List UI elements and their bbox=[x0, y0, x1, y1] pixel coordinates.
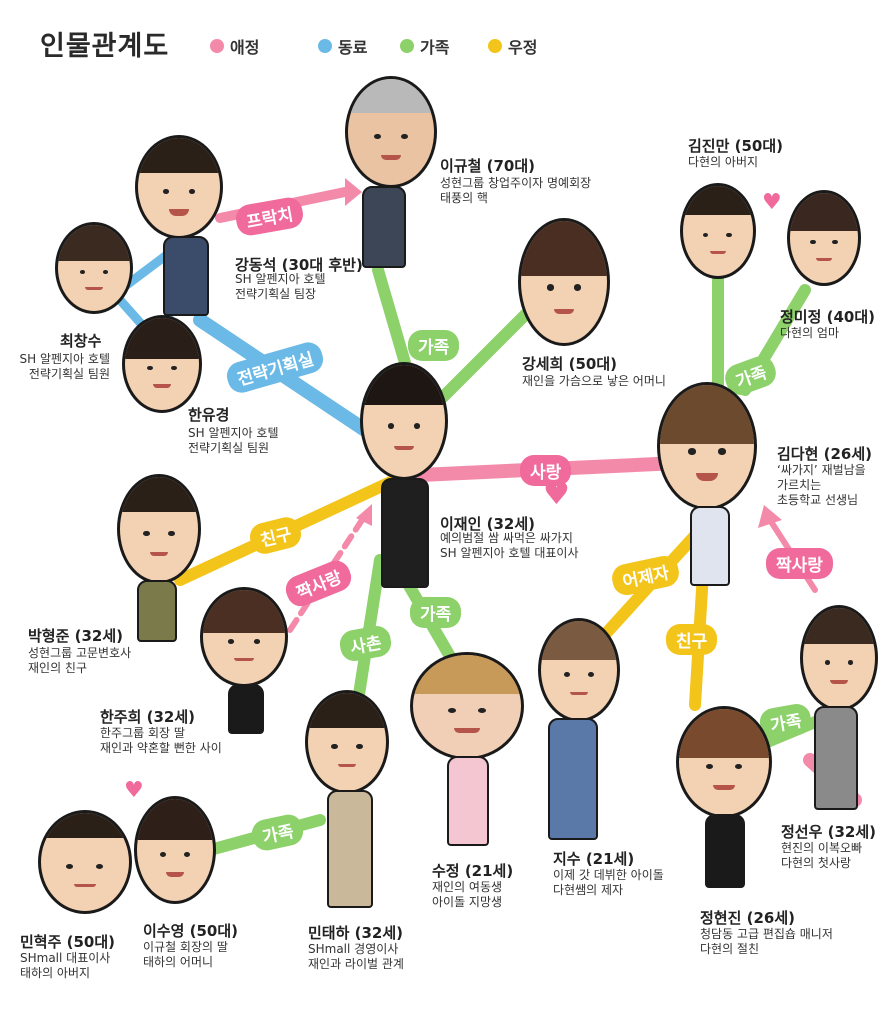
legend-item-family: 가족 bbox=[400, 34, 449, 58]
character-name: 정현진 (26세) bbox=[700, 909, 796, 927]
legend-item-friendship: 우정 bbox=[488, 34, 537, 58]
figure-lee-gyu-cheol bbox=[362, 186, 406, 268]
character-name: 최창수 bbox=[60, 332, 102, 350]
portrait-kang-se-hui bbox=[518, 218, 610, 346]
character-name: 민혁주 (50대) bbox=[20, 933, 116, 951]
legend-label: 가족 bbox=[420, 38, 450, 57]
arrow-crush-left bbox=[356, 504, 372, 526]
portrait-min-tae-ha bbox=[305, 690, 389, 794]
portrait-lee-gyu-cheol bbox=[345, 76, 437, 188]
character-name: 박형준 (32세) bbox=[28, 627, 124, 645]
love-heart-icon: ♥ bbox=[543, 477, 570, 512]
figure-park-hyeong-jun bbox=[137, 580, 177, 642]
legend-item-love: 애정 bbox=[210, 34, 259, 58]
character-desc: 재인을 가슴으로 낳은 어머니 bbox=[522, 374, 666, 388]
diagram-title: 인물관계도 bbox=[40, 31, 170, 62]
portrait-lee-su-yeong bbox=[134, 796, 216, 904]
portrait-jeong-seon-u bbox=[800, 605, 878, 711]
line-strategy bbox=[193, 313, 387, 447]
portrait-han-yu-gyeong bbox=[122, 315, 202, 413]
legend-dot-icon bbox=[210, 39, 224, 53]
character-name: 이재인 (32세) bbox=[440, 515, 536, 533]
figure-min-tae-ha bbox=[327, 790, 373, 908]
relation-label-family-bottom: 가족 bbox=[410, 597, 462, 628]
portrait-min-hyeok-ju bbox=[38, 810, 132, 914]
portrait-kim-da-hyeon bbox=[657, 382, 757, 510]
figure-lee-jae-in bbox=[381, 478, 429, 588]
arrow-prakchi bbox=[345, 178, 362, 206]
figure-su-jeong bbox=[447, 756, 489, 846]
character-name: 한주희 (32세) bbox=[100, 708, 196, 726]
figure-jeong-hyeon-jin bbox=[705, 814, 745, 888]
character-name: 정선우 (32세) bbox=[781, 823, 877, 841]
legend-dot-icon bbox=[318, 39, 332, 53]
character-name: 민태하 (32세) bbox=[308, 924, 404, 942]
character-name: 지수 (21세) bbox=[553, 850, 635, 868]
character-name: 김다현 (26세) bbox=[777, 445, 873, 463]
character-name: 강동석 (30대 후반) bbox=[235, 256, 363, 274]
line-family-gyucheol bbox=[372, 264, 416, 386]
portrait-ji-su bbox=[538, 618, 620, 722]
character-desc: 다현의 엄마 bbox=[780, 326, 840, 340]
portrait-lee-jae-in bbox=[360, 362, 448, 480]
legend-item-colleague: 동료 bbox=[318, 34, 367, 58]
legend-label: 애정 bbox=[230, 38, 260, 57]
figure-han-ju-hui bbox=[228, 684, 264, 734]
figure-jeong-seon-u bbox=[814, 706, 858, 810]
figure-kim-da-hyeon bbox=[690, 506, 730, 586]
character-name: 김진만 (50대) bbox=[688, 137, 784, 155]
character-name: 강세희 (50대) bbox=[522, 355, 618, 373]
legend-label: 우정 bbox=[508, 38, 538, 57]
arrow-crush-right bbox=[758, 505, 782, 528]
figure-kang-dong-seok bbox=[163, 236, 209, 316]
character-name: 수정 (21세) bbox=[432, 862, 514, 880]
relation-label-friend-right: 친구 bbox=[666, 624, 718, 655]
relation-label-crush-right: 짝사랑 bbox=[766, 548, 833, 579]
portrait-kang-dong-seok bbox=[135, 135, 223, 239]
portrait-han-ju-hui bbox=[200, 587, 288, 687]
portrait-choi-chang-su bbox=[55, 222, 133, 314]
character-name: 정미정 (40대) bbox=[780, 308, 876, 326]
portrait-kim-jin-man bbox=[680, 183, 756, 279]
line-family-sehui bbox=[434, 294, 546, 406]
portrait-jeong-hyeon-jin bbox=[676, 706, 772, 818]
character-desc: 다현의 아버지 bbox=[688, 155, 759, 169]
relation-label-love: 사랑 bbox=[520, 455, 572, 486]
portrait-su-jeong bbox=[410, 652, 524, 760]
legend-dot-icon bbox=[400, 39, 414, 53]
legend-dot-icon bbox=[488, 39, 502, 53]
figure-ji-su bbox=[548, 718, 598, 840]
heart-icon: ♥ bbox=[124, 778, 144, 803]
character-name: 이규철 (70대) bbox=[440, 157, 536, 175]
portrait-park-hyeong-jun bbox=[117, 474, 201, 584]
character-name: 한유경 bbox=[188, 406, 230, 424]
heart-icon: ♥ bbox=[762, 190, 782, 215]
character-name: 이수영 (50대) bbox=[143, 922, 239, 940]
portrait-jeong-mi-jeong bbox=[787, 190, 861, 286]
legend-label: 동료 bbox=[338, 38, 368, 57]
relation-label-family-top: 가족 bbox=[408, 330, 460, 361]
